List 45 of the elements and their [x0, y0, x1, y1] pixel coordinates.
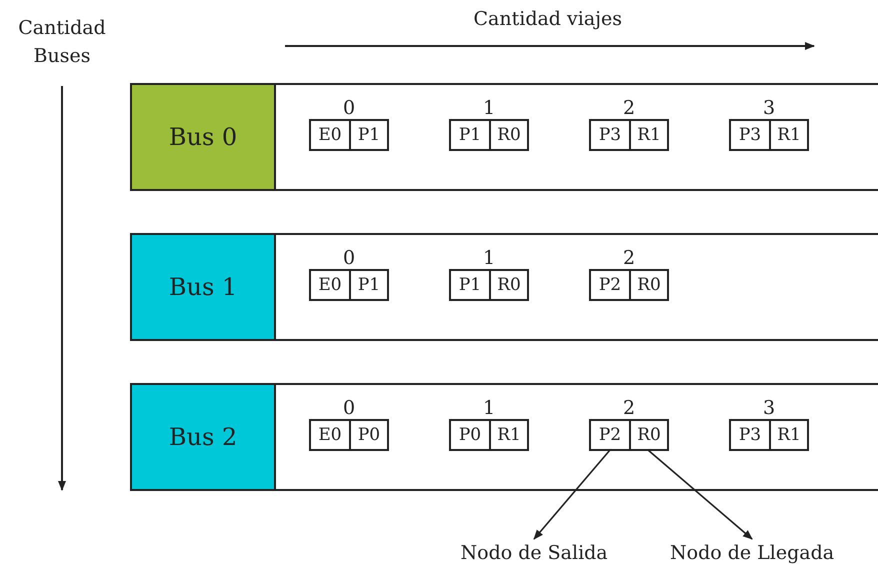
node-cell: P0 [349, 421, 387, 449]
node-cell: R1 [629, 121, 667, 149]
trip-number: 3 [762, 97, 776, 119]
node-cell: R1 [769, 421, 807, 449]
node-cell: R0 [489, 271, 527, 299]
bus-row-band [130, 83, 878, 191]
node-cell: R1 [769, 121, 807, 149]
node-cell: P1 [451, 121, 489, 149]
node-cell: P0 [451, 421, 489, 449]
trip-number: 0 [342, 397, 356, 419]
trip-number: 1 [482, 247, 496, 269]
trip-number: 1 [482, 397, 496, 419]
trip-number: 2 [622, 97, 636, 119]
trip-number: 0 [342, 97, 356, 119]
node-cell: P3 [731, 421, 769, 449]
bus-label-box: Bus 1 [132, 235, 276, 339]
node-cell: E0 [311, 421, 349, 449]
leader-text: Nodo de Salida [460, 542, 608, 564]
axis-label: Cantidad viajes [474, 8, 622, 30]
node-cell: P3 [591, 121, 629, 149]
node-cell: E0 [311, 121, 349, 149]
node-cell: P1 [451, 271, 489, 299]
node-cell: E0 [311, 271, 349, 299]
bus-row-band [130, 233, 878, 341]
node-cell: P3 [731, 121, 769, 149]
node-cell: R0 [489, 121, 527, 149]
trip-number: 1 [482, 97, 496, 119]
trip-number: 2 [622, 397, 636, 419]
leader-arrow [647, 449, 753, 540]
trip-number: 0 [342, 247, 356, 269]
node-cell: P1 [349, 121, 387, 149]
bus-label-box: Bus 0 [132, 85, 276, 189]
bus-label-box: Bus 2 [132, 385, 276, 489]
node-cell: P2 [591, 421, 629, 449]
trip-number: 2 [622, 247, 636, 269]
trip-number: 3 [762, 397, 776, 419]
leader-arrow [533, 449, 611, 540]
node-cell: R0 [629, 271, 667, 299]
node-cell: P1 [349, 271, 387, 299]
node-cell: R0 [629, 421, 667, 449]
leader-text: Nodo de Llegada [670, 542, 834, 564]
axis-label: Cantidad Buses [17, 16, 107, 69]
bus-row-band [130, 383, 878, 491]
node-cell: R1 [489, 421, 527, 449]
node-cell: P2 [591, 271, 629, 299]
